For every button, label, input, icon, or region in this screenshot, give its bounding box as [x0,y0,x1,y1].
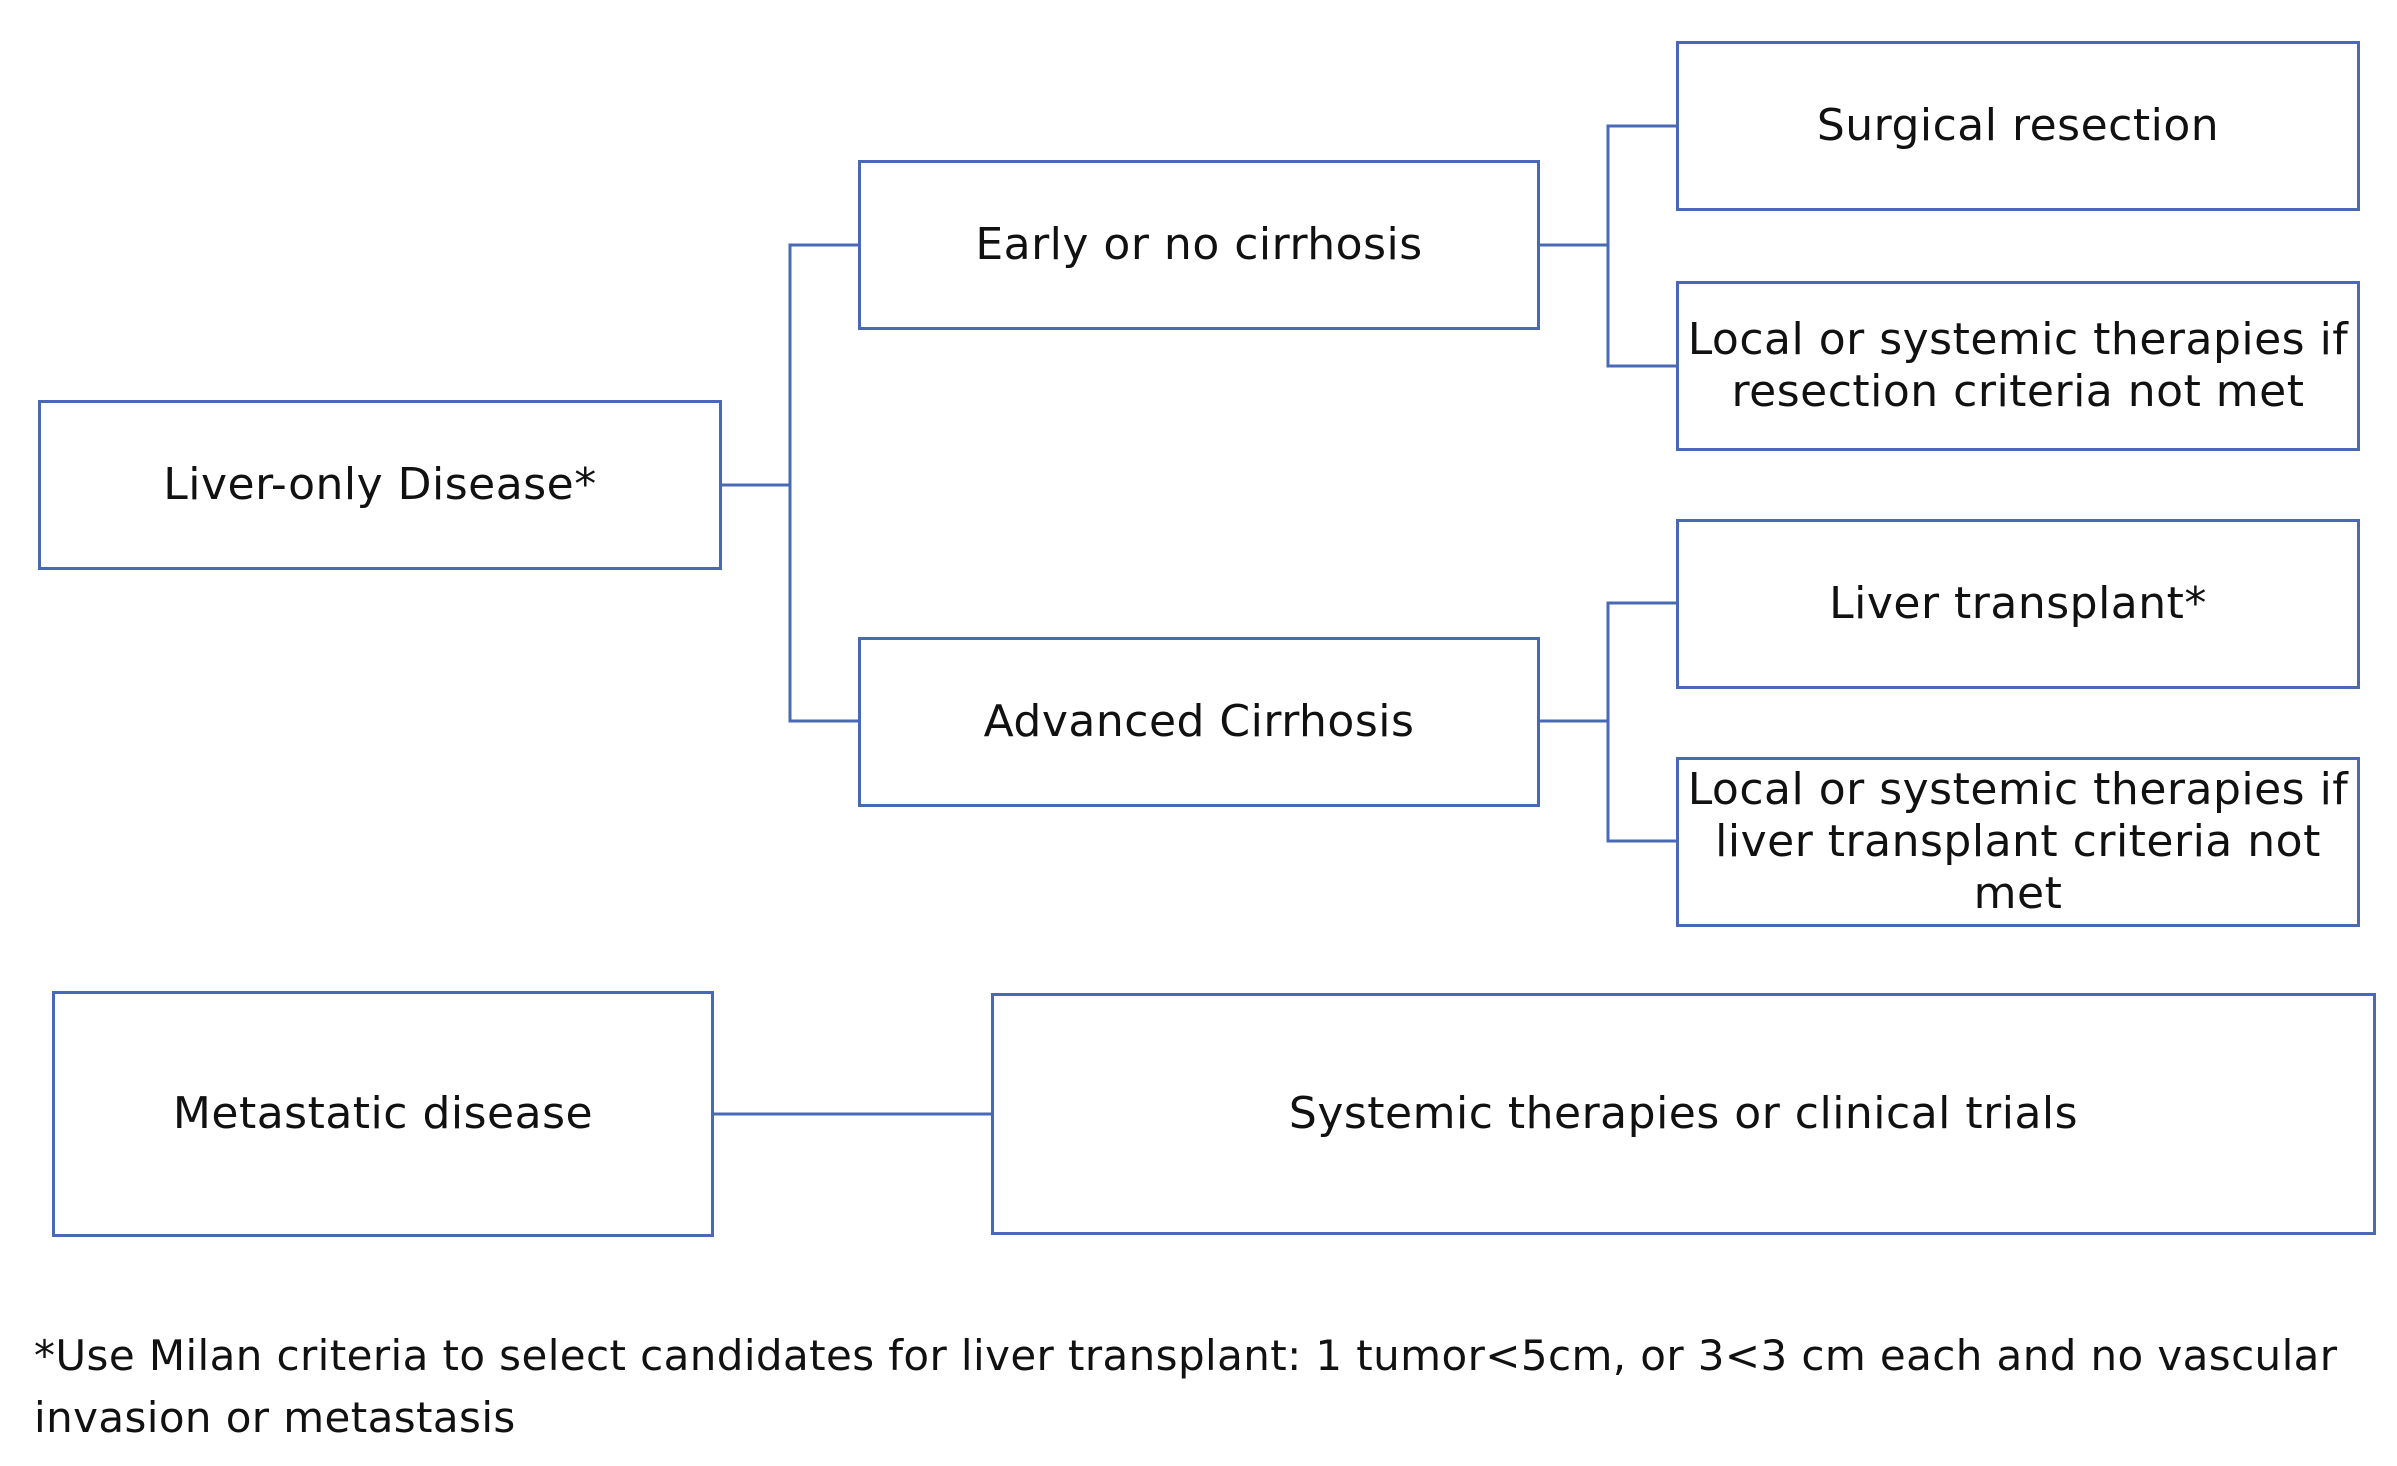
node-surgical-resection-label: Surgical resection [1816,100,2220,151]
node-advanced-cirrhosis: Advanced Cirrhosis [858,637,1540,807]
edge-advanced-cirrhosis-to-liver-transplant [1540,601,1676,723]
node-surgical-resection: Surgical resection [1676,41,2360,211]
node-early-cirrhosis: Early or no cirrhosis [858,160,1540,330]
node-advanced-cirrhosis-label: Advanced Cirrhosis [983,696,1415,747]
node-liver-transplant: Liver transplant* [1676,519,2360,689]
edge-liver-only-to-advanced-cirrhosis [788,485,858,723]
node-metastatic-disease-label: Metastatic disease [172,1088,594,1139]
edge-liver-only-to-early-cirrhosis [722,243,858,487]
node-systemic-therapies-trials-label: Systemic therapies or clinical trials [1288,1088,2079,1139]
node-local-systemic-transplant: Local or systemic therapies if liver tra… [1676,757,2360,927]
edge-advanced-cirrhosis-to-local-systemic-transplant [1606,721,1676,843]
edge-early-cirrhosis-to-surgical-resection [1540,124,1676,247]
node-local-systemic-resection-label: Local or systemic therapies if resection… [1687,314,2349,417]
node-early-cirrhosis-label: Early or no cirrhosis [975,219,1423,270]
node-local-systemic-resection: Local or systemic therapies if resection… [1676,281,2360,451]
node-liver-only-disease: Liver-only Disease* [38,400,722,570]
node-local-systemic-transplant-label: Local or systemic therapies if liver tra… [1687,764,2349,919]
footnote-milan-criteria: *Use Milan criteria to select candidates… [34,1331,2338,1442]
node-metastatic-disease: Metastatic disease [52,991,714,1237]
node-liver-transplant-label: Liver transplant* [1829,578,2207,629]
node-liver-only-disease-label: Liver-only Disease* [163,459,597,510]
edge-early-cirrhosis-to-local-systemic-resection [1606,245,1676,368]
node-systemic-therapies-trials: Systemic therapies or clinical trials [991,993,2376,1235]
